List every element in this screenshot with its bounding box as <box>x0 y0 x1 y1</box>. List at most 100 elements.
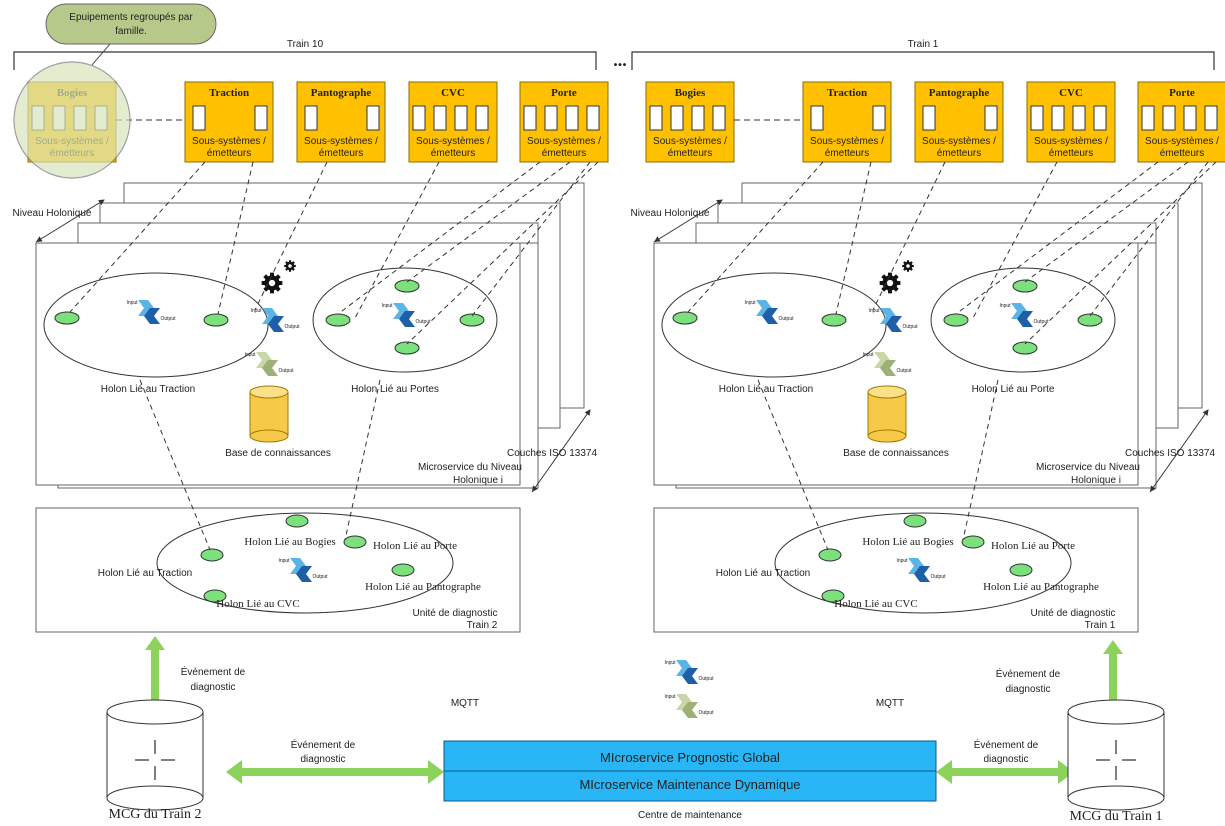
subsystems-label: Sous-systèmes / <box>527 136 601 147</box>
event-arrow-right <box>1103 640 1123 716</box>
event-label-right-1: Événement de <box>996 667 1061 680</box>
output-label: Output <box>1033 319 1049 325</box>
slot <box>1183 105 1197 131</box>
slot <box>810 105 824 131</box>
group-label: Traction <box>209 87 249 99</box>
router-icon <box>135 740 175 780</box>
input-label: Input <box>244 352 256 358</box>
input-label: Input <box>126 300 138 306</box>
input-label: Input <box>862 352 874 358</box>
slot <box>691 105 705 131</box>
connector-line <box>835 161 872 315</box>
connector-line <box>344 379 381 541</box>
diag-train-label: Train 1 <box>1085 620 1116 631</box>
slot <box>475 105 489 131</box>
slot <box>1051 105 1065 131</box>
slot <box>304 105 318 131</box>
knowledge-base-label: Base de connaissances <box>843 448 949 459</box>
connector-line <box>217 161 254 315</box>
slot <box>649 105 663 131</box>
subsystems-label: Sous-systèmes / <box>1145 136 1219 147</box>
group-label: Pantographe <box>311 87 372 99</box>
output-label: Output <box>312 574 328 580</box>
diag-cvc-label: Holon Lié au CVC <box>216 598 299 610</box>
output-label: Output <box>896 368 912 374</box>
connector-line <box>337 161 541 315</box>
holon-node <box>818 548 842 562</box>
slot <box>1141 105 1155 131</box>
mcg-train-1 <box>1067 699 1165 811</box>
bottom-event-left-2: diagnostic <box>300 754 345 765</box>
holon-node <box>325 313 351 327</box>
holon-node <box>203 313 229 327</box>
slot <box>192 105 206 131</box>
output-label: Output <box>902 324 918 330</box>
connector-line <box>962 379 999 541</box>
holon-node <box>54 311 80 325</box>
output-label: Output <box>284 324 300 330</box>
maintenance-service-label: MIcroservice Maintenance Dynamique <box>579 777 800 792</box>
connector-line <box>1024 161 1189 283</box>
output-label: Output <box>278 368 294 374</box>
slot <box>1030 105 1044 131</box>
holon-right-label: Holon Lié au Porte <box>972 384 1055 395</box>
input-label: Input <box>999 303 1011 309</box>
holon-right-label: Holon Lié au Portes <box>351 384 439 395</box>
connector-line <box>354 161 440 319</box>
train-0: Train 10BogiesSous-systèmes /émetteursTr… <box>13 39 609 633</box>
emitters-label: émetteurs <box>319 148 363 159</box>
group-label: CVC <box>441 87 465 99</box>
holon-node <box>1012 341 1038 355</box>
holon-node <box>459 313 485 327</box>
prognostic-service-label: MIcroservice Prognostic Global <box>600 750 780 765</box>
input-label: Input <box>250 308 262 314</box>
slot <box>1093 105 1107 131</box>
mqtt-label-left: MQTT <box>451 698 479 709</box>
slot <box>254 105 268 131</box>
diag-traction-label: Holon Lié au Traction <box>98 568 193 579</box>
diag-panto-label: Holon Lié au Pantographe <box>365 581 481 593</box>
diagnostic-ellipse <box>156 512 454 614</box>
ellipsis: ... <box>613 50 627 70</box>
connector-line <box>687 161 824 313</box>
train-title: Train 1 <box>908 39 939 50</box>
callout-text-1: Epuipements regroupés par <box>69 12 193 23</box>
diag-unit-label: Unité de diagnostic <box>412 608 497 619</box>
connector-line <box>972 161 1058 319</box>
holon-node <box>391 563 415 577</box>
input-label: Input <box>278 558 290 564</box>
holon-node <box>394 341 420 355</box>
holon-node <box>943 313 969 327</box>
subsystems-label: Sous-systèmes / <box>810 136 884 147</box>
event-label-right-2: diagnostic <box>1005 684 1050 695</box>
holon-node <box>285 514 309 528</box>
slot <box>433 105 447 131</box>
input-label: Input <box>664 660 676 666</box>
subsystems-label: Sous-systèmes / <box>653 136 727 147</box>
diag-train-label: Train 2 <box>467 620 498 631</box>
holon-node <box>203 589 227 603</box>
slot <box>984 105 998 131</box>
train-title: Train 10 <box>287 39 324 50</box>
input-label: Input <box>744 300 756 306</box>
gear-icon <box>902 260 914 272</box>
holon-node <box>394 279 420 293</box>
knowledge-base-label: Base de connaissances <box>225 448 331 459</box>
niveau-holonique-label: Niveau Holonique <box>13 208 92 219</box>
microservice-label-2: Holonique i <box>1071 475 1121 486</box>
event-arrow-left <box>145 636 165 730</box>
